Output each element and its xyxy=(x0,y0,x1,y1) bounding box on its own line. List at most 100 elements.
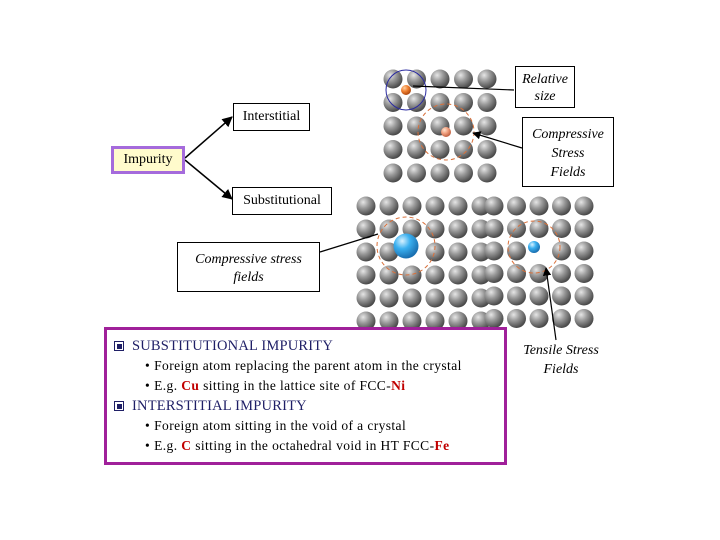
lattice-atom xyxy=(425,196,445,216)
lattice-atom xyxy=(574,219,594,238)
relative-size-line-2: size xyxy=(534,89,556,104)
lattice-atom xyxy=(448,219,468,239)
lattice-atom xyxy=(454,93,473,112)
lattice-atom xyxy=(507,286,526,306)
lattice-atom xyxy=(529,264,549,283)
lattice-atom xyxy=(484,309,504,328)
lattice-atom xyxy=(407,116,426,136)
lattice-atom xyxy=(407,93,426,112)
interstitial-point-1: •Foreign atom sitting in the void of a c… xyxy=(145,418,407,433)
lattice-atom xyxy=(425,288,445,308)
interstitial-atom xyxy=(401,85,411,95)
element-ni: Ni xyxy=(391,378,406,393)
lattice-atom xyxy=(425,265,445,285)
element-fe: Fe xyxy=(434,438,450,453)
lattice-atom xyxy=(574,309,594,328)
lattice-atom xyxy=(379,219,399,239)
lattice-atom xyxy=(402,288,422,308)
compressive-fields-label: Compressive stress fields xyxy=(177,242,320,292)
lattice-atom xyxy=(430,140,450,159)
interstitial-lattice xyxy=(383,69,497,183)
dot-bullet-icon: • xyxy=(145,438,151,453)
lattice-atom xyxy=(484,264,504,283)
interstitial-point-2: •E.g. C sitting in the octahedral void i… xyxy=(145,438,450,453)
impurity-overlays xyxy=(376,69,561,276)
lattice-atom xyxy=(477,116,497,136)
lattice-atom xyxy=(507,219,526,238)
arrow-compressive-stress xyxy=(472,131,523,149)
lattice-atom xyxy=(552,241,571,261)
lattice-atom xyxy=(471,196,491,216)
lattice-atom xyxy=(356,219,376,239)
lattice-atom xyxy=(430,93,450,112)
lattice-atom xyxy=(477,69,497,89)
lattice-atom xyxy=(407,163,426,183)
lattice-atom xyxy=(407,69,426,89)
compressive-stress-line-3: Fields xyxy=(550,165,586,180)
dot-bullet-icon: • xyxy=(145,358,151,373)
substitutional-point-2: •E.g. Cu sitting in the lattice site of … xyxy=(145,378,406,393)
lattice-atom xyxy=(402,311,422,331)
lattice-atom xyxy=(507,309,526,328)
lattice-atom xyxy=(383,163,403,183)
interstitial-heading-row: INTERSTITIAL IMPURITY xyxy=(114,396,504,416)
interstitial-label: Interstitial xyxy=(233,103,310,131)
lattice-atom xyxy=(574,286,594,306)
relative-size-label: Relative size xyxy=(515,66,575,108)
small-substitutional-atom xyxy=(528,241,540,253)
lattice-atom xyxy=(529,196,549,216)
element-c: C xyxy=(181,438,192,453)
lattice-atom xyxy=(507,241,526,261)
lattice-atom xyxy=(448,265,468,285)
lattice-atom xyxy=(407,140,426,159)
lattice-atom xyxy=(379,196,399,216)
lattice-atom xyxy=(383,93,403,112)
lattice-atom xyxy=(448,288,468,308)
lattice-atom xyxy=(507,264,526,283)
relative-size-line-1: Relative xyxy=(522,72,568,87)
substitutional-heading-row: SUBSTITUTIONAL IMPURITY xyxy=(114,336,504,356)
lattice-atom xyxy=(356,288,376,308)
impurity-label: Impurity xyxy=(111,146,185,174)
lattice-atom xyxy=(454,69,473,89)
compressive-field-circle xyxy=(376,216,436,276)
lattice-atom xyxy=(552,286,571,306)
element-cu: Cu xyxy=(181,378,200,393)
lattice-atom xyxy=(552,219,571,238)
lattice-atom xyxy=(574,264,594,283)
compressive-fields-line-2: fields xyxy=(233,270,264,285)
tensile-stress-line-1: Tensile Stress xyxy=(523,343,599,358)
lattice-atom xyxy=(454,163,473,183)
impurity-info-panel: SUBSTITUTIONAL IMPURITY •Foreign atom re… xyxy=(104,327,507,465)
lattice-atom xyxy=(484,196,504,216)
lattice-atom xyxy=(552,196,571,216)
lattice-atom xyxy=(402,265,422,285)
interstitial-heading: INTERSTITIAL IMPURITY xyxy=(132,398,307,414)
lattice-atom xyxy=(356,196,376,216)
lattice-atom xyxy=(383,69,403,89)
lattice-atom xyxy=(356,242,376,262)
arrow-tensile-stress xyxy=(542,267,557,341)
lattice-atom xyxy=(454,140,473,159)
lattice-atom xyxy=(430,69,450,89)
lattice-atom xyxy=(484,219,504,238)
dot-bullet-icon: • xyxy=(145,418,151,433)
substitutional-point-1: •Foreign atom replacing the parent atom … xyxy=(145,358,462,373)
lattice-atom xyxy=(425,311,445,331)
large-substitutional-atom xyxy=(393,233,419,259)
lattice-atom xyxy=(425,219,445,239)
lattice-atom xyxy=(552,309,571,328)
lattice-atom xyxy=(574,241,594,261)
square-bullet-icon xyxy=(114,401,124,411)
lattice-atom xyxy=(430,163,450,183)
substitutional-lattice-small xyxy=(484,196,594,328)
arrow-to-substitutional xyxy=(184,159,233,200)
lattice-atom xyxy=(477,163,497,183)
arrow-compressive-fields xyxy=(319,233,379,253)
square-bullet-icon xyxy=(114,341,124,351)
lattice-atom xyxy=(448,196,468,216)
lattice-atom xyxy=(402,196,422,216)
substitutional-label: Substitutional xyxy=(232,187,332,215)
compressive-stress-line-1: Compressive xyxy=(532,127,604,142)
